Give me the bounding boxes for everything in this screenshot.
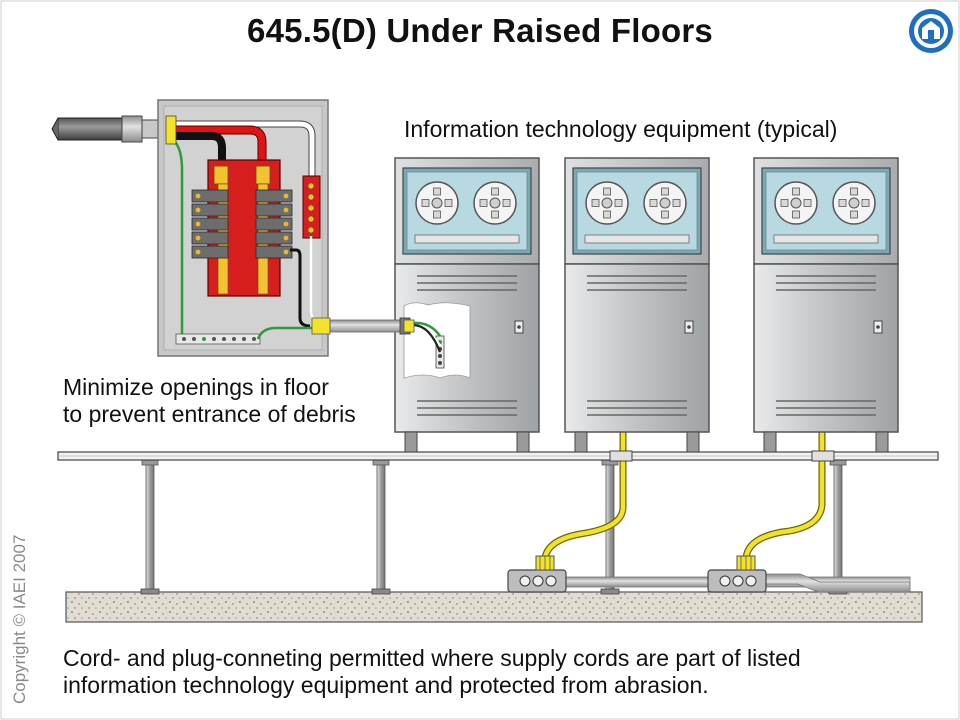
cord-plug-caption: Cord- and plug-conneting permitted where… [63,645,801,699]
bottom-caption-line-2: information technology equipment and pro… [63,672,709,698]
floor-opening-cutaway [403,302,471,379]
cord-plugs [535,555,756,571]
receptacle-box-1 [507,569,567,593]
it-cabinet-3 [754,158,898,452]
page-title: 645.5(D) Under Raised Floors [247,12,713,49]
feeder-conduit [51,115,161,143]
receptacle-box-2 [707,569,767,593]
copyright-notice: Copyright © IAEI 2007 [10,534,29,704]
bottom-caption-line-1: Cord- and plug-conneting permitted where… [63,645,801,671]
floor-openings-caption: Minimize openings in floor to prevent en… [63,374,356,428]
branch-conduit [329,319,409,333]
supply-cords [541,428,826,562]
concrete-slab [65,591,923,623]
iaei-logo-icon [909,9,953,53]
equipment-caption: Information technology equipment (typica… [404,116,838,142]
floor-caption-line-1: Minimize openings in floor [63,374,329,400]
panelboard [157,99,331,357]
it-cabinet-2 [565,158,709,452]
floor-caption-line-2: to prevent entrance of debris [63,401,356,427]
raised-floor-deck [57,450,939,462]
